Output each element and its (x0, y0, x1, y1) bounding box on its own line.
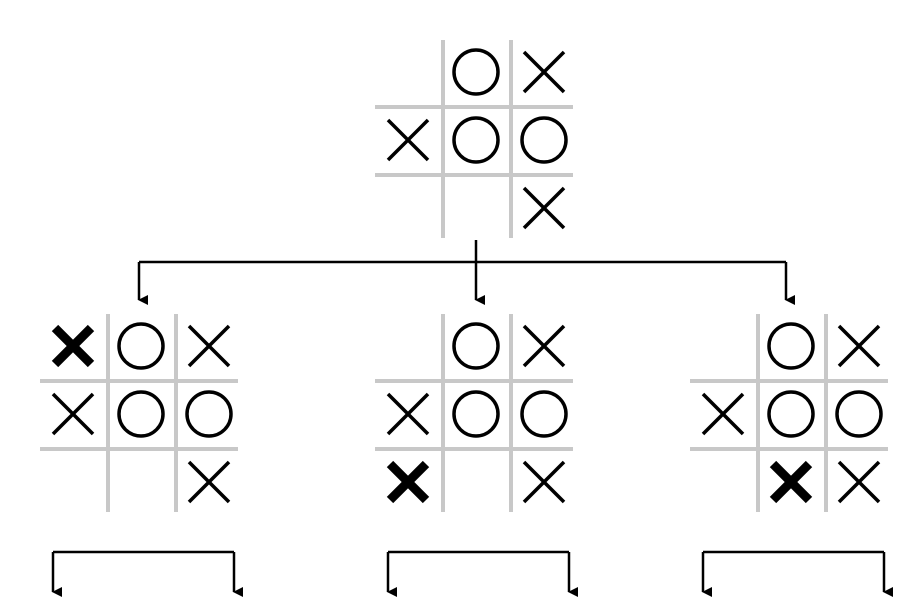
o-mark (520, 116, 568, 164)
o-mark (520, 390, 568, 438)
x-mark (837, 324, 881, 368)
x-mark (386, 392, 430, 436)
x-mark (187, 460, 231, 504)
o-mark (452, 322, 500, 370)
x-mark (522, 50, 566, 94)
child-board-1 (40, 314, 238, 512)
child-board-2 (375, 314, 573, 512)
o-mark (452, 116, 500, 164)
o-mark (185, 390, 233, 438)
child-1-branches (51, 550, 243, 597)
child-board-3 (690, 314, 888, 512)
o-mark (117, 390, 165, 438)
boards-layer (40, 40, 888, 512)
x-mark (51, 392, 95, 436)
x-mark (701, 392, 745, 436)
o-mark (452, 390, 500, 438)
x-mark (522, 186, 566, 230)
root-board (375, 40, 573, 238)
o-mark (452, 48, 500, 96)
o-mark (117, 322, 165, 370)
child-3-branches (701, 550, 893, 597)
connectors-layer (51, 240, 893, 597)
x-mark (522, 460, 566, 504)
x-mark (386, 118, 430, 162)
o-mark (767, 390, 815, 438)
x-mark-new-move (386, 460, 430, 504)
o-mark (767, 322, 815, 370)
x-mark-new-move (769, 460, 813, 504)
x-mark (522, 324, 566, 368)
x-mark (837, 460, 881, 504)
x-mark-new-move (51, 324, 95, 368)
x-mark (187, 324, 231, 368)
o-mark (835, 390, 883, 438)
child-2-branches (386, 550, 578, 597)
